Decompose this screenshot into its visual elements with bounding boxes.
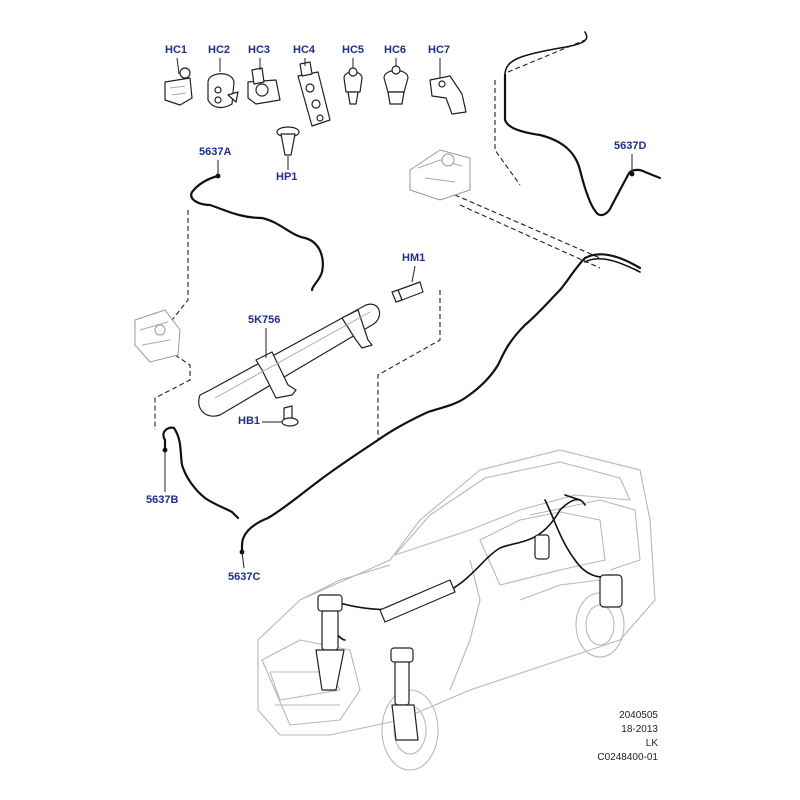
leader-lines — [164, 57, 633, 569]
clip-hc3 — [247, 67, 281, 105]
hp1-plug — [276, 126, 300, 156]
label-hc4: HC4 — [293, 44, 316, 56]
footer-date: 18-2013 — [621, 724, 658, 735]
hb1-bolt — [281, 405, 299, 427]
label-5k756: 5K756 — [248, 314, 281, 326]
installed-system — [315, 494, 623, 741]
pipe-end-dots — [162, 171, 635, 555]
label-hc7: HC7 — [428, 44, 451, 56]
label-hm1: HM1 — [402, 252, 426, 264]
pipe-5637b — [162, 426, 240, 520]
label-hc6: HC6 — [384, 44, 407, 56]
footer-code: 2040505 — [619, 710, 658, 721]
hm1-sensor — [391, 281, 424, 303]
clip-hc4 — [297, 61, 331, 127]
label-5637c: 5637C — [228, 571, 261, 583]
dashed-routes — [154, 39, 601, 440]
label-hc2: HC2 — [208, 44, 231, 56]
valve-block-ghosts — [134, 149, 471, 363]
label-hc3: HC3 — [248, 44, 271, 56]
label-5637a: 5637A — [199, 146, 232, 158]
air-reservoir — [198, 303, 381, 417]
clip-hc1 — [164, 67, 193, 106]
clip-hc6 — [383, 65, 409, 105]
vehicle-outline — [257, 449, 656, 771]
footer-ref: C0248400-01 — [597, 752, 658, 763]
label-hc1: HC1 — [165, 44, 188, 56]
pipe-5637a — [190, 174, 324, 292]
label-hp1: HP1 — [276, 171, 298, 183]
pipe-5637d — [503, 73, 662, 217]
pipe-5637c — [240, 253, 642, 554]
label-5637d: 5637D — [614, 140, 647, 152]
clip-hc2 — [207, 73, 239, 109]
label-hc5: HC5 — [342, 44, 365, 56]
label-5637b: 5637B — [146, 494, 179, 506]
clip-hc5 — [343, 67, 363, 105]
air-pipes — [162, 31, 662, 554]
footer-initials: LK — [645, 738, 658, 749]
clip-hc7 — [429, 75, 467, 115]
label-hb1: HB1 — [238, 415, 261, 427]
